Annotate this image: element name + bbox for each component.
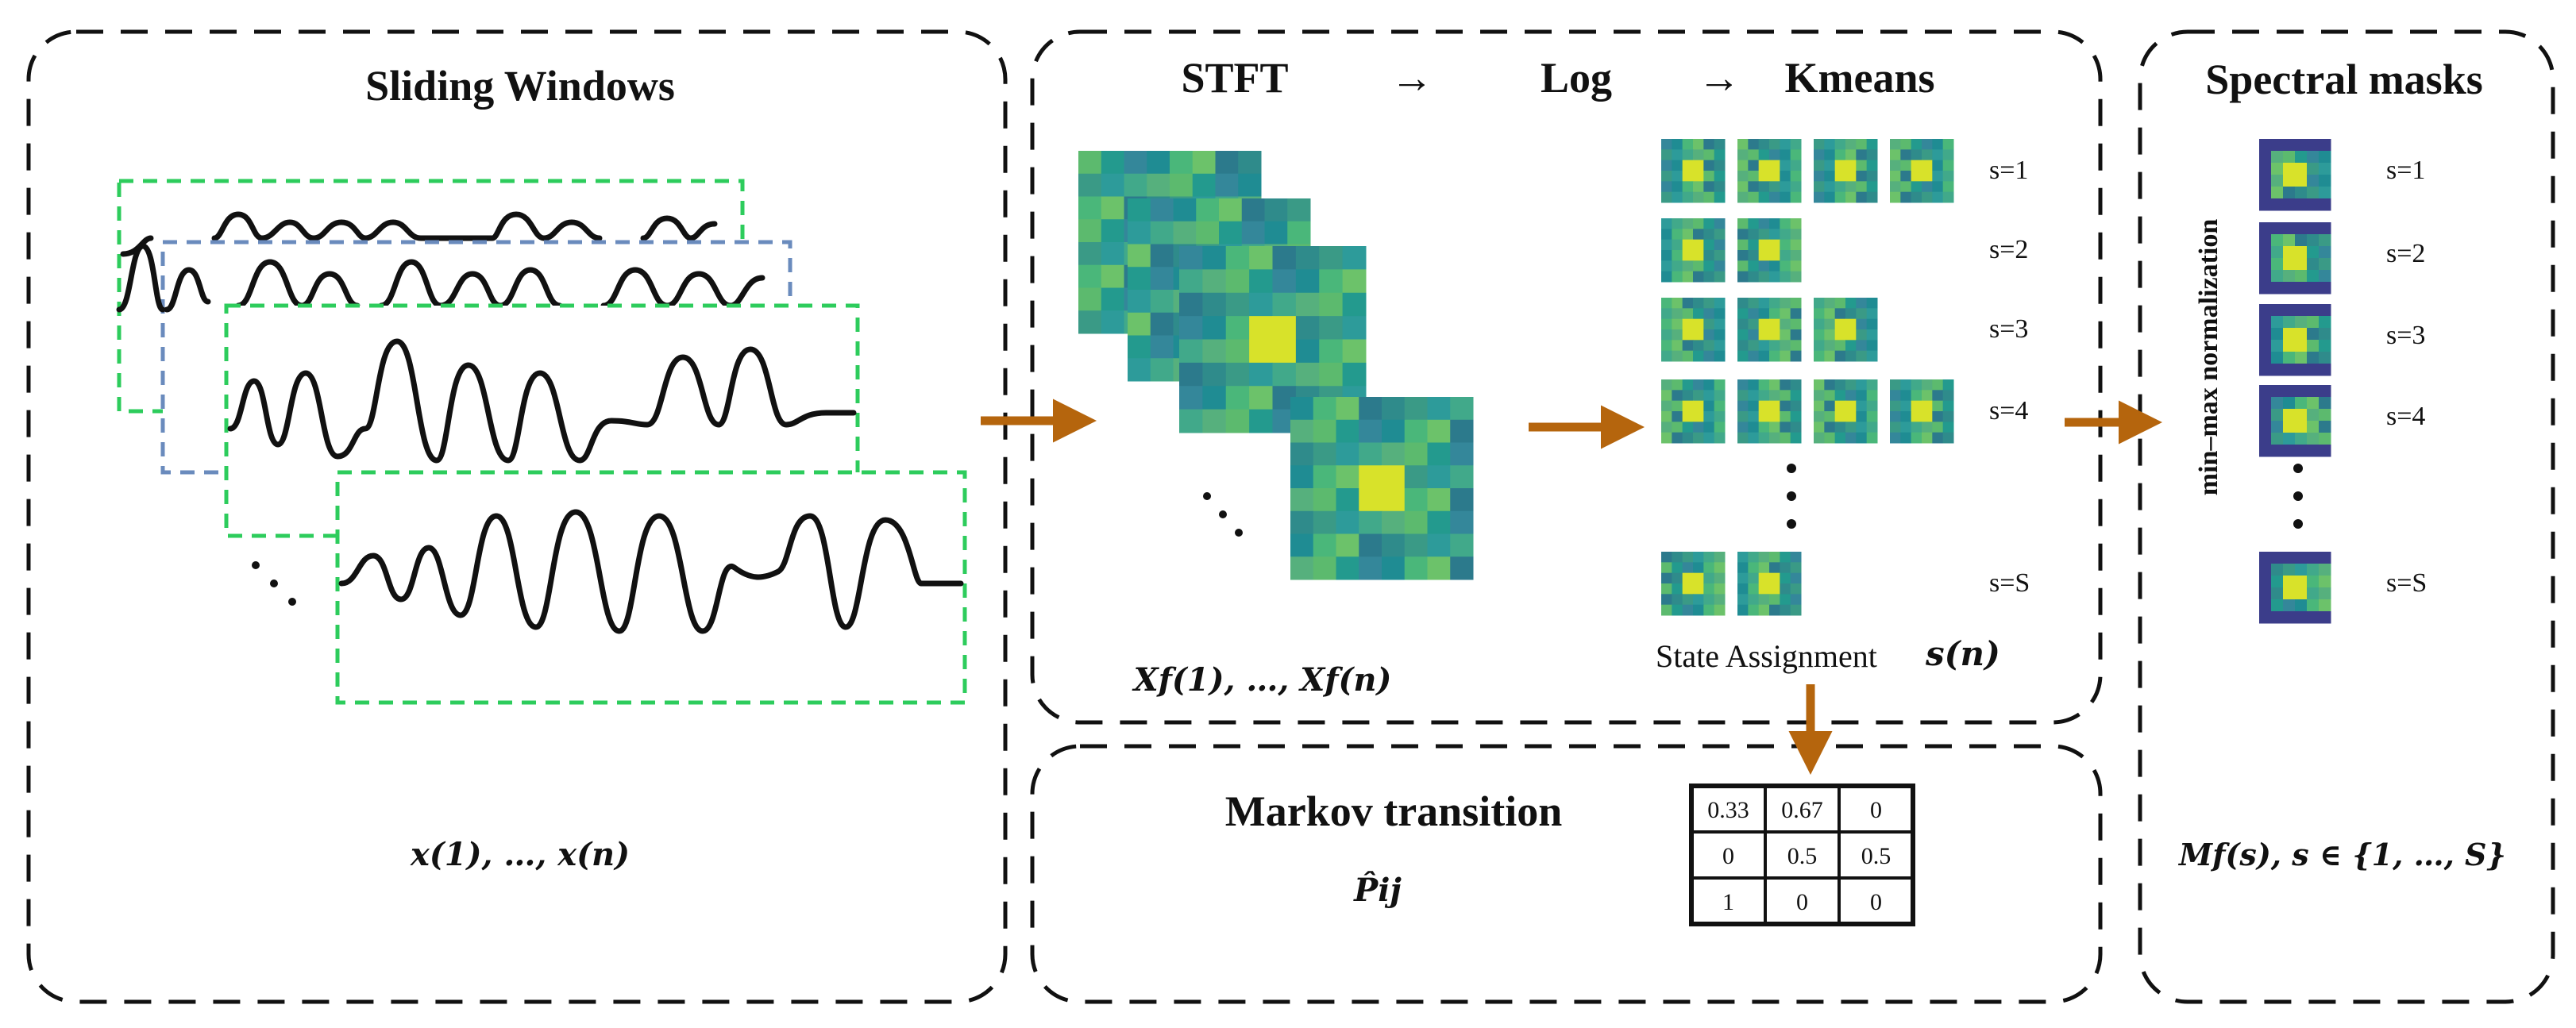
sliding-windows-label: x(1), …, x(n) [410,836,630,873]
markov-title: Markov transition [1225,787,1563,835]
ellipsis-dot [270,579,278,587]
spectral-mask [2259,385,2331,457]
spectral-mask [2259,139,2331,211]
transition-matrix: 0.33 0.67 0 0 0.5 0.5 1 0 0 [1689,784,1915,926]
matrix-value: 0.33 [1707,797,1749,823]
cluster-tile [1661,379,1726,444]
cluster-tile [1737,552,1802,616]
spectrogram-stack [1078,151,1474,580]
ellipsis-dot [2293,519,2303,529]
pipeline-log-label: Log [1541,54,1612,102]
cluster-tile [1661,139,1726,203]
pipeline-header: STFT → Log → Kmeans [1181,54,1934,102]
sliding-windows-panel [26,29,1008,1004]
cluster-tile [1814,379,1878,444]
state-assignment-var: s(n) [1925,634,2000,673]
spectrogram-4 [1290,397,1474,580]
mask-state-label: s=S [2386,568,2427,598]
mask-ellipsis [2293,464,2303,529]
state-label: s=S [1989,568,2030,598]
matrix-value: 0.5 [1787,843,1818,869]
spectral-masks-panel [2138,29,2555,1004]
ellipsis-dot [2293,491,2303,501]
ellipsis-dot [1219,510,1227,518]
pipeline-stft-label: STFT [1181,54,1288,102]
spectral-mask [2259,552,2331,624]
spectral-mask [2259,222,2331,295]
mask-state-label: s=1 [2386,156,2425,185]
stft-panel [1030,29,2103,725]
ellipsis-dot [1787,491,1796,501]
spectral-mask-list: s=1 s=2 s=3 s=4 s=S [2259,139,2427,624]
cluster-tile [1814,139,1878,203]
pipeline-arrow-2: → [1698,54,1741,102]
window-stack [116,179,967,705]
cluster-tile [1737,139,1802,203]
matrix-value: 0.67 [1781,797,1823,823]
cluster-tile [1661,298,1726,362]
cluster-tile [1890,139,1954,203]
cluster-tile [1737,298,1802,362]
spectral-masks-title: Spectral masks [2205,56,2483,103]
ellipsis-dot [1787,464,1796,473]
kmeans-ellipsis [1787,464,1796,529]
state-assignment-label: State Assignment [1656,638,1877,674]
markov-panel [1030,744,2103,1004]
mask-state-label: s=2 [2386,239,2425,268]
matrix-cell [1838,876,1915,926]
cluster-tile [1890,379,1954,444]
mask-state-label: s=4 [2386,402,2425,431]
matrix-value: 0 [1722,843,1734,869]
spectrogram-label: Xf(1), …, Xf(n) [1132,661,1392,699]
cluster-tile [1814,298,1878,362]
cluster-tile [1737,218,1802,283]
ellipsis-dot [2293,464,2303,473]
matrix-value: 0 [1870,797,1882,823]
ellipsis-dot [252,561,260,569]
ellipsis-dot [288,598,296,606]
state-label: s=3 [1989,314,2028,344]
window-4 [335,470,967,705]
markov-symbol: P̂ij [1353,872,1402,909]
state-label: s=1 [1989,156,2028,185]
cluster-tile [1661,552,1726,616]
state-label: s=4 [1989,396,2028,425]
matrix-value: 0 [1870,889,1882,915]
matrix-value: 0 [1796,889,1808,915]
pipeline-kmeans-label: Kmeans [1785,54,1935,102]
spectral-mask [2259,304,2331,376]
pipeline-arrow-1: → [1390,54,1433,102]
state-label: s=2 [1989,235,2028,264]
spectrogram-3 [1179,246,1367,433]
sliding-windows-title: Sliding Windows [365,62,675,110]
cluster-tile [1737,379,1802,444]
ellipsis-dot [1787,519,1796,529]
ellipsis-dot [1203,492,1211,500]
waveform-3 [227,338,857,464]
mask-formula: Mf(s), s ∈ {1, …, S} [2177,837,2506,872]
cluster-tile [1661,218,1726,283]
mask-state-label: s=3 [2386,321,2425,350]
spectrogram-ellipsis [1203,492,1243,537]
matrix-value: 0.5 [1861,843,1892,869]
waveform-4 [338,509,964,634]
ellipsis-dot [1235,529,1243,537]
normalization-label: min–max normalization [2194,219,2223,496]
matrix-value: 1 [1722,889,1734,915]
kmeans-cluster-grid: s=1 s=2 s=3 s=4 s=S [1661,139,2030,616]
